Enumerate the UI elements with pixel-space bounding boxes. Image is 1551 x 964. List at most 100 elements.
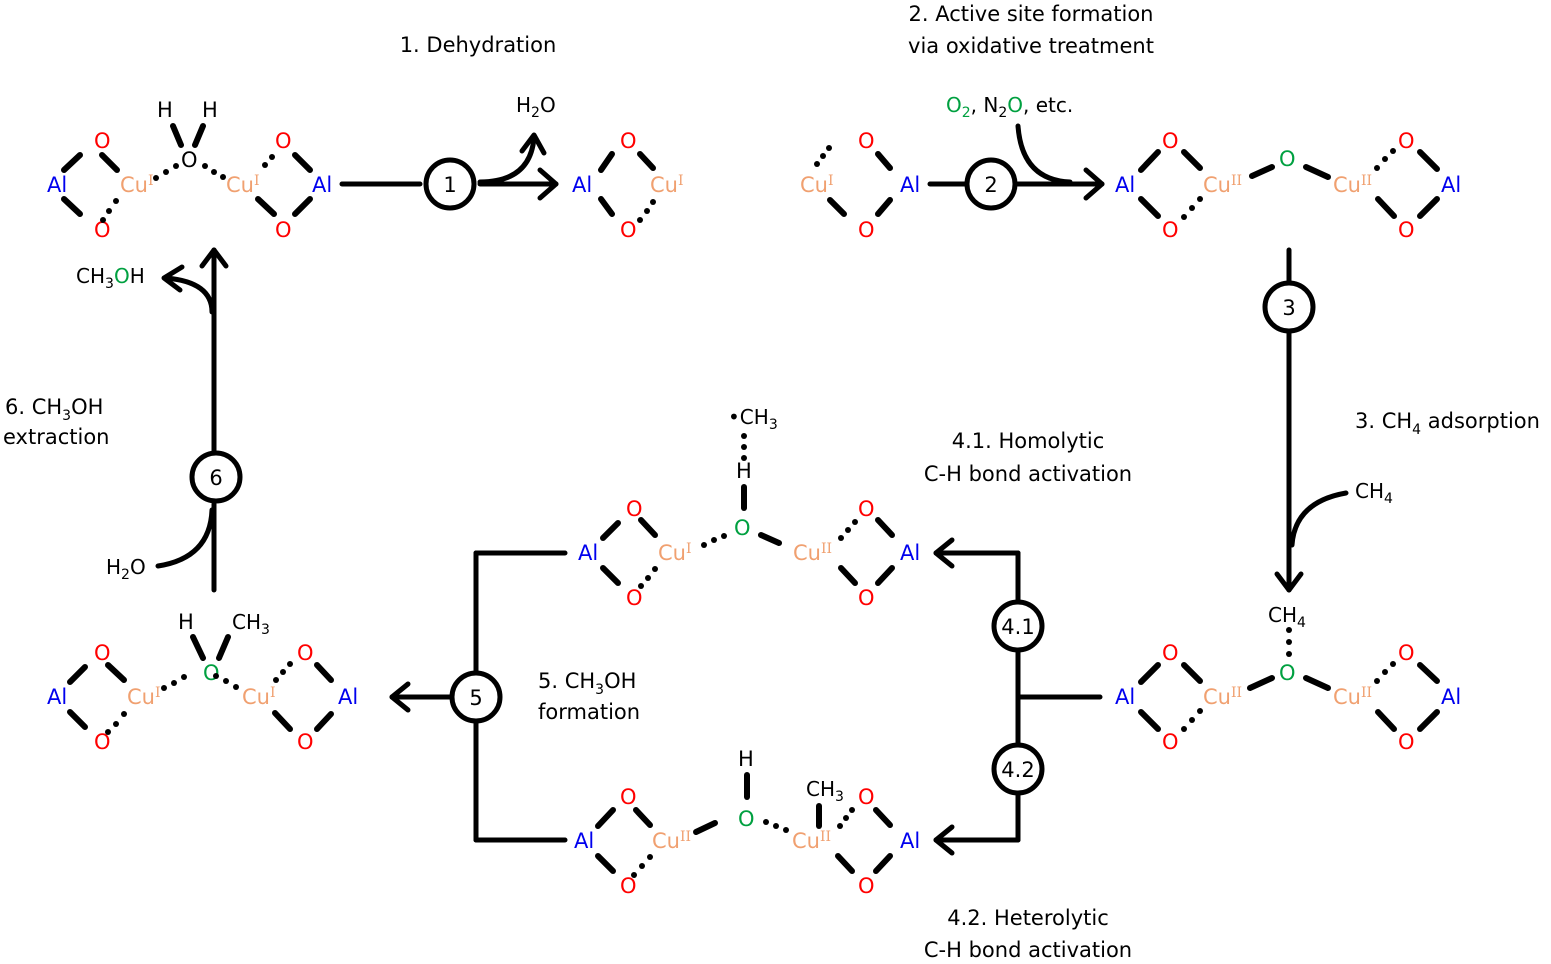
coordination-dot bbox=[211, 169, 217, 175]
step-4-2-number: 4.2 bbox=[1001, 758, 1034, 782]
coordination-dot bbox=[100, 217, 106, 223]
bond bbox=[638, 517, 658, 538]
bond bbox=[835, 853, 855, 874]
atom-cu: CuII bbox=[1333, 173, 1372, 197]
coordination-dot bbox=[644, 208, 650, 214]
atom-o-framework: O bbox=[94, 641, 111, 665]
structure-mono-mu-oxo-dicopper: Al O O CuII O CuII O O Al bbox=[1115, 129, 1461, 242]
coordination-dot bbox=[1189, 717, 1195, 723]
coordination-dot bbox=[280, 669, 286, 675]
bond bbox=[292, 196, 313, 217]
step-4-branch-arrows bbox=[933, 537, 1103, 856]
coordination-dot bbox=[1382, 669, 1388, 675]
atom-h: H bbox=[202, 98, 218, 122]
bond bbox=[600, 565, 621, 586]
atom-h: H bbox=[738, 747, 754, 771]
step-4-2-badge bbox=[991, 742, 1045, 796]
coordination-dot bbox=[171, 680, 177, 686]
bond bbox=[1181, 662, 1203, 684]
atom-cu: CuI bbox=[658, 541, 692, 565]
coordination-dot bbox=[1382, 156, 1388, 162]
bond bbox=[875, 197, 893, 217]
coordination-dot bbox=[837, 823, 843, 829]
atom-o-framework: O bbox=[1162, 218, 1179, 242]
step-5-badge bbox=[449, 670, 503, 724]
coordination-dot bbox=[1390, 148, 1396, 154]
step-3-methane-input: CH4 bbox=[1355, 479, 1393, 507]
structure-methane-adsorbed: CH4 Al O O CuII O CuII O O Al bbox=[1115, 603, 1461, 754]
bond bbox=[693, 820, 718, 835]
atom-o-active: O bbox=[738, 807, 755, 831]
structure-cu1-site: CuI O O Al bbox=[800, 129, 920, 242]
coordination-dot bbox=[838, 535, 844, 541]
step-6-badge bbox=[189, 450, 243, 504]
coordination-dot bbox=[1189, 205, 1195, 211]
step-3-number: 3 bbox=[1282, 296, 1295, 320]
bond bbox=[875, 565, 895, 586]
coordination-dot bbox=[1286, 651, 1292, 657]
coordination-dot bbox=[652, 566, 658, 572]
coordination-dot bbox=[273, 677, 279, 683]
coordination-dot bbox=[161, 685, 167, 691]
coordination-dot bbox=[113, 198, 119, 204]
atom-cu: CuI bbox=[650, 173, 684, 197]
coordination-dot bbox=[1197, 196, 1203, 202]
atom-o-framework: O bbox=[1398, 641, 1415, 665]
coordination-dot bbox=[1286, 639, 1292, 645]
atom-al: Al bbox=[1441, 685, 1461, 709]
coordination-dot bbox=[269, 154, 275, 160]
step-6-water-input: H2O bbox=[106, 555, 146, 583]
step-3-arrow bbox=[1274, 247, 1349, 593]
step-4-1-number: 4.1 bbox=[1001, 615, 1034, 639]
atom-al: Al bbox=[1115, 173, 1135, 197]
atom-o-active: O bbox=[1279, 147, 1296, 171]
bond bbox=[105, 662, 127, 683]
bond bbox=[99, 152, 120, 173]
atom-o-framework: O bbox=[858, 129, 875, 153]
coordination-dot bbox=[639, 863, 645, 869]
bond bbox=[637, 151, 656, 171]
step-6-methanol-product: CH3OH bbox=[76, 264, 145, 292]
bond bbox=[1417, 196, 1440, 219]
coordination-dot bbox=[1286, 627, 1292, 633]
atom-al: Al bbox=[1441, 173, 1461, 197]
bond bbox=[1138, 662, 1161, 685]
coordination-dot bbox=[1374, 678, 1380, 684]
adsorbed-methane: CH4 bbox=[1268, 603, 1306, 631]
step-6-title-line1: 6. CH3OH bbox=[5, 395, 103, 424]
coordination-dot bbox=[773, 823, 779, 829]
atom-o-framework: O bbox=[1398, 129, 1415, 153]
atom-al: Al bbox=[47, 685, 67, 709]
atom-o-framework: O bbox=[858, 586, 875, 610]
bond bbox=[1181, 149, 1203, 171]
coordination-dot bbox=[647, 854, 653, 860]
atom-h: H bbox=[178, 610, 194, 634]
coordination-dot bbox=[650, 199, 656, 205]
atom-cu: CuI bbox=[127, 685, 161, 709]
coordination-dot bbox=[121, 711, 127, 717]
step-1-number: 1 bbox=[443, 173, 456, 197]
atom-o-framework: O bbox=[1162, 129, 1179, 153]
bond bbox=[1417, 709, 1440, 732]
coordination-dot bbox=[826, 145, 832, 151]
coordination-dot bbox=[223, 678, 229, 684]
atom-cu: CuII bbox=[792, 829, 831, 853]
coordination-dot bbox=[233, 684, 239, 690]
step-4-1-badge bbox=[991, 599, 1045, 653]
coordination-dot bbox=[711, 537, 717, 543]
structure-dehydrated-cu1: Al O O CuI bbox=[572, 129, 684, 242]
step-6-title-line2: extraction bbox=[3, 425, 110, 449]
atom-o-framework: O bbox=[94, 129, 111, 153]
coordination-dot bbox=[845, 527, 851, 533]
step-2-arrow bbox=[927, 123, 1105, 201]
bond bbox=[1303, 164, 1331, 180]
step-3-badge bbox=[1262, 280, 1316, 334]
bond bbox=[314, 711, 334, 732]
bond bbox=[272, 710, 293, 732]
bond bbox=[1417, 149, 1440, 172]
coordination-dot bbox=[106, 208, 112, 214]
atom-o-framework: O bbox=[275, 218, 292, 242]
bond bbox=[758, 532, 782, 546]
atom-al: Al bbox=[574, 829, 594, 853]
atom-cu: CuI bbox=[226, 173, 260, 197]
